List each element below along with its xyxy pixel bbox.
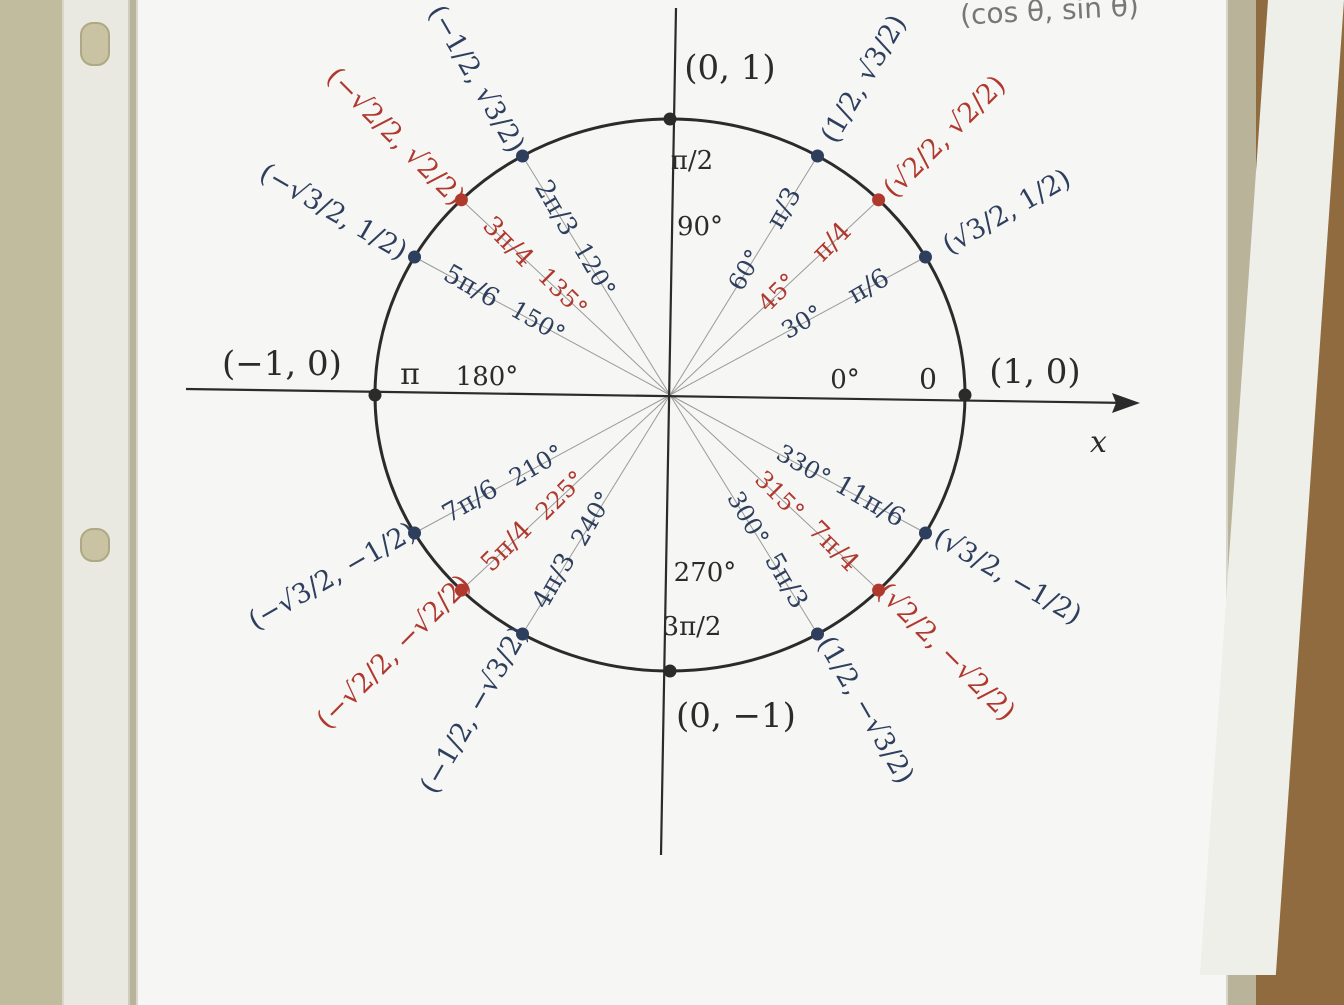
radian-label-150: 5π/6	[438, 259, 504, 314]
radian-label-210: 7π/6	[437, 474, 503, 529]
ray-330	[669, 394, 926, 534]
radian-label-0: 0	[919, 363, 937, 396]
x-axis	[185, 387, 1131, 405]
coordinate-label-150: (−√3/2, 1/2)	[254, 157, 412, 266]
point-240	[516, 627, 529, 641]
coordinate-label-240: (−1/2, −√3/2)	[414, 621, 535, 799]
point-150	[408, 250, 422, 264]
radian-label-270: 3π/2	[663, 612, 722, 642]
coordinate-label-330: (√3/2, −1/2)	[929, 522, 1087, 631]
binder-hole-top	[80, 22, 110, 66]
axis-point-left: (−1, 0)	[222, 344, 342, 384]
point-210	[408, 526, 422, 540]
radian-label-180: π	[400, 357, 420, 392]
radian-label-240: 4π/3	[526, 548, 581, 614]
point-45	[872, 193, 886, 207]
x-axis-label: x	[1090, 425, 1107, 460]
wall-background	[0, 0, 70, 1005]
radian-label-90: π/2	[671, 146, 713, 176]
point-300	[811, 627, 824, 641]
radian-label-60: π/3	[761, 182, 808, 234]
point-180	[368, 388, 382, 402]
ray-210	[414, 394, 671, 534]
radian-label-330: 11π/6	[830, 470, 910, 534]
radian-label-300: 5π/3	[758, 548, 813, 614]
ray-315	[669, 394, 879, 591]
unit-circle-poster	[138, 0, 1226, 1005]
axis-point-top: (0, 1)	[684, 48, 775, 88]
axis-point-right: (1, 0)	[989, 352, 1080, 392]
x-axis-arrowhead	[1112, 393, 1140, 413]
coordinate-label-30: (√3/2, 1/2)	[937, 163, 1076, 261]
coordinate-label-135: (−√2/2, √2/2)	[320, 61, 471, 212]
ray-240	[522, 394, 671, 635]
point-225	[454, 583, 468, 597]
point-90	[663, 112, 677, 126]
degree-label-0: 0°	[830, 365, 860, 395]
degree-label-270: 270°	[674, 558, 737, 588]
ray-300	[669, 394, 818, 635]
binder-sleeve-edge	[62, 0, 130, 1005]
point-330	[918, 526, 932, 540]
point-30	[918, 250, 932, 264]
radian-label-120: 2π/3	[528, 175, 583, 241]
point-0	[958, 388, 972, 402]
ray-135	[461, 199, 671, 396]
coordinate-label-315: (√2/2, −√2/2)	[871, 577, 1022, 728]
degree-label-180: 180°	[456, 362, 519, 392]
point-135	[454, 193, 468, 207]
ray-45	[669, 199, 879, 396]
ray-150	[414, 256, 671, 396]
point-315	[872, 583, 886, 597]
angle-points	[368, 112, 972, 678]
coordinate-label-300: (1/2, −√3/2)	[811, 631, 920, 789]
axis-point-bottom: (0, −1)	[676, 696, 796, 736]
ray-225	[461, 394, 671, 591]
coordinate-label-225: (−√2/2, −√2/2)	[311, 569, 478, 736]
coordinate-label-210: (−√3/2, −1/2)	[243, 516, 421, 637]
coordinate-label-45: (√2/2, √2/2)	[877, 69, 1012, 204]
ray-120	[522, 155, 671, 396]
degree-label-90: 90°	[677, 212, 723, 242]
ray-30	[669, 256, 926, 396]
point-270	[663, 664, 677, 678]
radian-label-30: π/6	[843, 263, 895, 310]
coordinate-label-60: (1/2, √3/2)	[815, 10, 913, 149]
point-120	[516, 149, 529, 163]
ray-60	[669, 155, 818, 396]
binder-hole-middle	[80, 528, 110, 562]
degree-label-30: 30°	[777, 299, 828, 345]
coordinate-label-120: (−1/2, √3/2)	[422, 0, 531, 158]
angle-rays	[414, 155, 926, 635]
y-axis	[659, 7, 678, 856]
point-60	[811, 149, 824, 163]
